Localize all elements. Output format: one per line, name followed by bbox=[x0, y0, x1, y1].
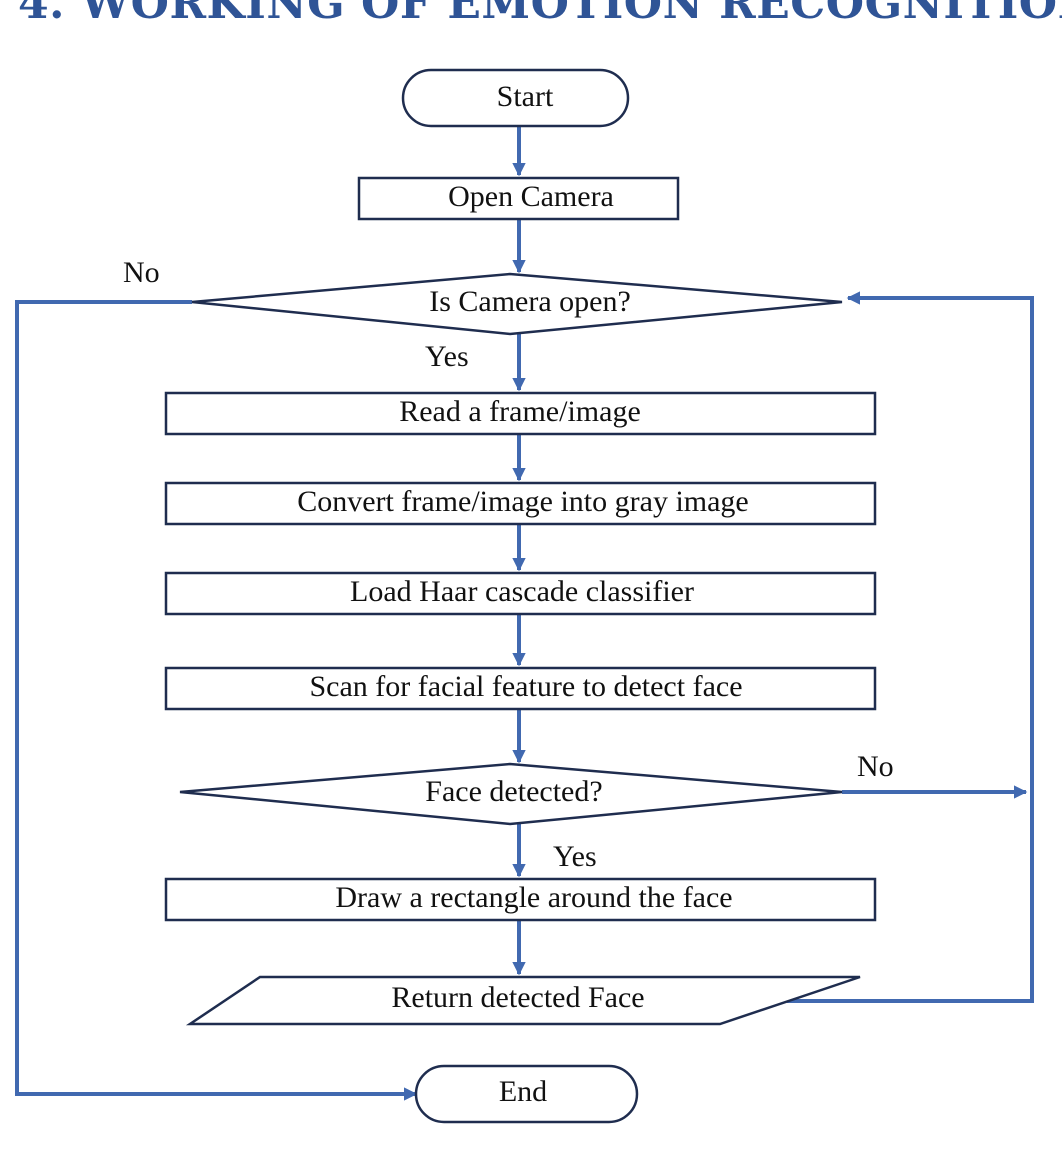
node-face-decision: Face detected? bbox=[179, 762, 843, 826]
start-terminator-shape bbox=[401, 68, 630, 128]
page-heading: 4. WORKING OF EMOTION RECOGNITION bbox=[18, 0, 1062, 29]
node-load-haar: Load Haar cascade classifier bbox=[164, 571, 877, 616]
open-camera-label: Open Camera bbox=[448, 180, 614, 213]
camera-open-decision-shape bbox=[191, 272, 843, 336]
edge-label-camera-yes: Yes bbox=[425, 340, 469, 373]
read-frame-process-shape bbox=[164, 391, 877, 436]
node-scan-features: Scan for facial feature to detect face bbox=[164, 666, 877, 711]
node-return-face: Return detected Face bbox=[185, 975, 861, 1026]
edge-label-face-yes: Yes bbox=[553, 840, 597, 873]
node-open-camera: Open Camera bbox=[357, 176, 680, 221]
read-frame-label: Read a frame/image bbox=[399, 395, 641, 428]
return-face-label: Return detected Face bbox=[391, 981, 644, 1014]
convert-gray-process-shape bbox=[164, 481, 877, 526]
connectors bbox=[15, 126, 1034, 1101]
camera-open-decision-label: Is Camera open? bbox=[429, 285, 631, 318]
scan-features-label: Scan for facial feature to detect face bbox=[309, 670, 742, 703]
node-read-frame: Read a frame/image bbox=[164, 391, 877, 436]
start-label: Start bbox=[497, 80, 554, 113]
edge-label-camera-no: No bbox=[123, 256, 160, 289]
load-haar-label: Load Haar cascade classifier bbox=[350, 575, 694, 608]
node-start: Start bbox=[401, 68, 630, 128]
return-face-io-shape bbox=[185, 975, 861, 1026]
face-decision-label: Face detected? bbox=[425, 775, 602, 808]
edge-label-face-no: No bbox=[857, 750, 894, 783]
end-label: End bbox=[499, 1075, 547, 1108]
edge-return-to-decision bbox=[787, 291, 1034, 1003]
node-camera-open-decision: Is Camera open? bbox=[191, 272, 843, 336]
node-draw-rectangle: Draw a rectangle around the face bbox=[164, 877, 877, 922]
scan-features-process-shape bbox=[164, 666, 877, 711]
face-decision-shape bbox=[179, 762, 843, 826]
convert-gray-label: Convert frame/image into gray image bbox=[297, 485, 749, 518]
edge-camera-no-to-end bbox=[15, 300, 418, 1101]
node-convert-gray: Convert frame/image into gray image bbox=[164, 481, 877, 526]
draw-rectangle-process-shape bbox=[164, 877, 877, 922]
load-haar-process-shape bbox=[164, 571, 877, 616]
node-end: End bbox=[414, 1064, 639, 1124]
draw-rectangle-label: Draw a rectangle around the face bbox=[335, 881, 732, 914]
end-terminator-shape bbox=[414, 1064, 639, 1124]
open-camera-process-shape bbox=[357, 176, 680, 221]
